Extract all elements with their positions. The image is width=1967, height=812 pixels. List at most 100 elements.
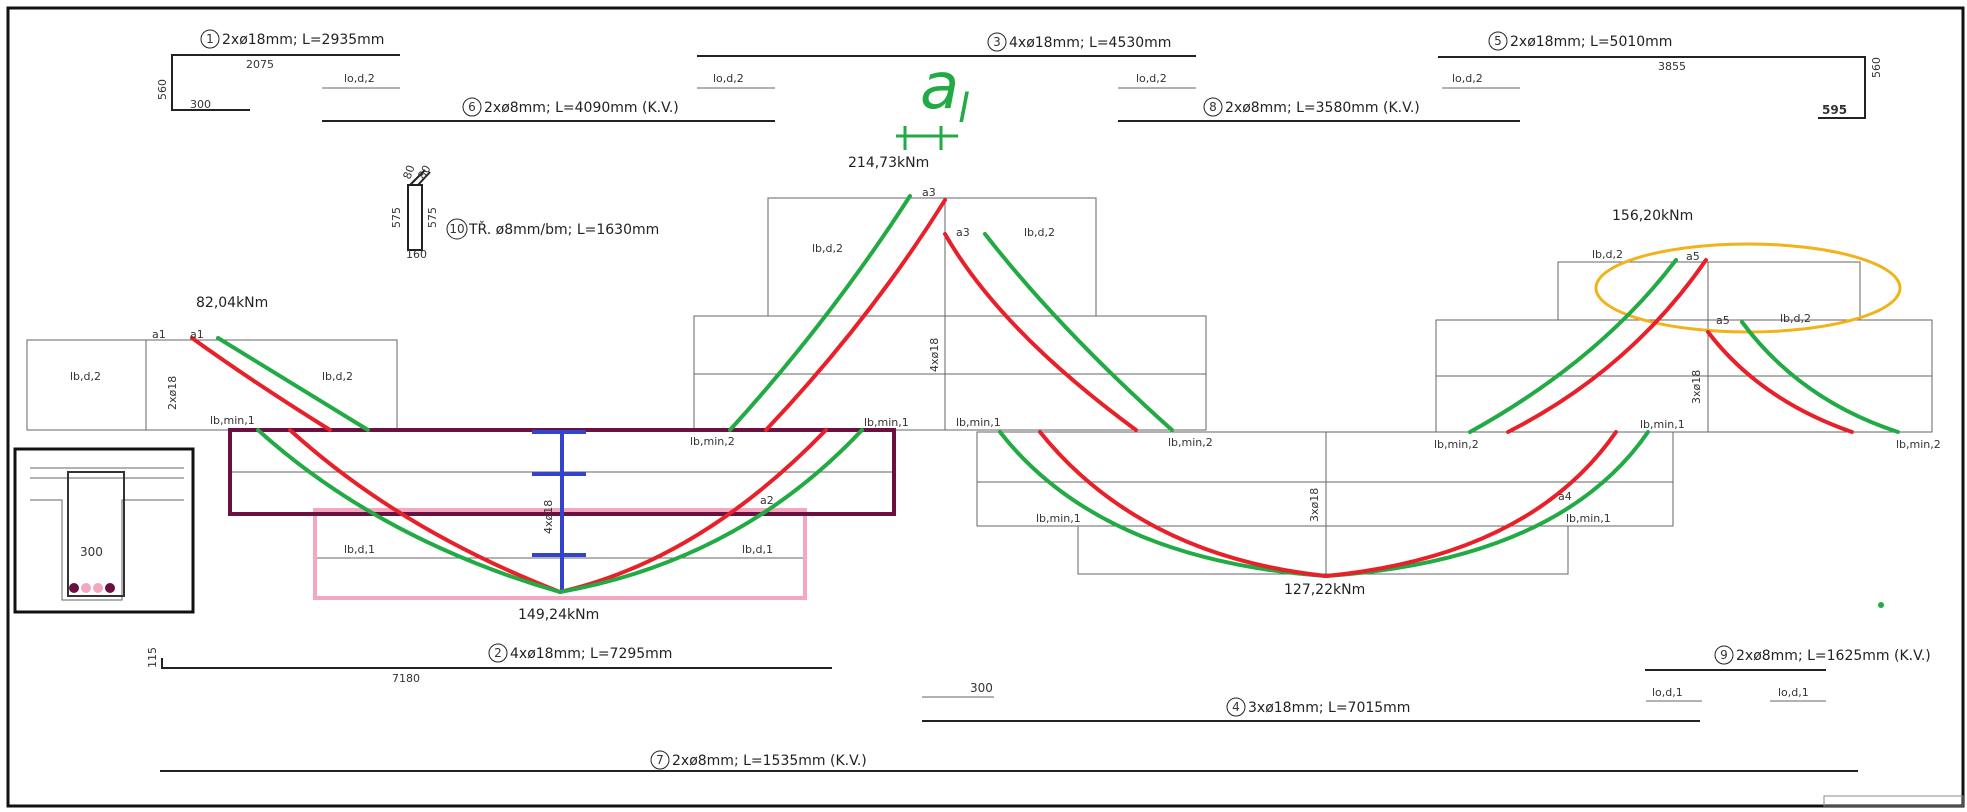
a2-label: a2 [760,494,774,507]
bar-5-shape: 5 2xø18mm; L=5010mm 3855 595 560 [1438,31,1883,119]
bar-9-number: 9 [1720,648,1728,662]
a1-label: a1 [190,328,204,341]
bar-4-label: 3xø18mm; L=7015mm [1248,700,1410,716]
stirrup-dim-5: 80 [415,163,433,182]
bar-6-shape: 6 2xø8mm; L=4090mm (K.V.) [322,97,775,122]
bar-10-stirrup: 575 575 160 80 80 10 TŘ. ø8mm/bm; L=1630… [390,163,659,261]
bar-2-shape: 2 4xø18mm; L=7295mm 7180 115 [146,643,832,685]
lo-d2-label: lo,d,2 [713,72,744,85]
bar-4-number: 4 [1232,700,1240,714]
moment-2: 214,73kNm [848,155,929,171]
lbmin1-label: lb,min,1 [1566,512,1611,525]
lbmin2-label: lb,min,2 [690,435,735,448]
lo-d1-label: lo,d,1 [1778,686,1809,699]
al-symbol: a [920,50,959,124]
lbd2-label: lb,d,2 [1592,248,1623,261]
bar-1-label: 2xø18mm; L=2935mm [222,32,384,48]
stirrup-dim-2: 575 [426,207,439,228]
lo-d2-label: lo,d,2 [1136,72,1167,85]
moment-4: 149,24kNm [518,607,599,623]
a4-label: a4 [1558,490,1572,503]
bar-count-label: 3xø18 [1308,488,1321,522]
al-subscript: l [958,86,969,132]
bar-5-hook: 560 [1870,57,1883,78]
drawing-frame [6,6,1965,808]
envelope-labels: lb,d,2 lb,d,2 2xø18 a1 a1 lb,min,1 lb,mi… [70,186,1941,556]
bar-5-end: 595 [1822,103,1847,117]
bar-count-label: 3xø18 [1690,370,1703,404]
title-block [1823,795,1964,807]
bar-9-shape: 9 2xø8mm; L=1625mm (K.V.) lo,d,1 lo,d,1 [1645,645,1931,702]
bar-5-label: 2xø18mm; L=5010mm [1510,34,1672,50]
bar-count-label: 4xø18 [928,338,941,372]
bar-6-number: 6 [468,100,476,114]
moment-values: 82,04kNm 214,73kNm 156,20kNm 149,24kNm 1… [196,155,1693,623]
lbmin1-label: lb,min,1 [864,416,909,429]
bar-7-shape: 7 2xø8mm; L=1535mm (K.V.) [160,750,1858,772]
moment-curves [190,194,1900,595]
stirrup-dim-3: 160 [406,248,427,261]
moment-1: 82,04kNm [196,295,268,311]
bar-9-label: 2xø8mm; L=1625mm (K.V.) [1736,648,1931,664]
bar-1-number: 1 [206,32,214,46]
blue-bar-marker [532,430,586,592]
bar-5-number: 5 [1494,34,1502,48]
lbmin2-label: lb,min,2 [1434,438,1479,451]
bar-2-number: 2 [494,646,502,660]
moment-5: 127,22kNm [1284,582,1365,598]
bar-1-hook: 560 [156,79,169,100]
bar-2-length: 7180 [392,672,420,685]
lbd2-label: lb,d,2 [322,370,353,383]
lbmin1-label: lb,min,1 [1640,418,1685,431]
anchorage-shift-annotation: a l [896,50,969,150]
bar-count-label: 4xø18 [542,500,555,534]
moment-3: 156,20kNm [1612,208,1693,224]
lo-d2-label: lo,d,2 [344,72,375,85]
lbd2-label: lb,d,2 [70,370,101,383]
yellow-highlight-ellipse [1594,242,1902,334]
bar-2-hook: 115 [146,647,159,668]
a5-label: a5 [1686,250,1700,263]
bar-3-number: 3 [993,35,1001,49]
lo-d2-label: lo,d,2 [1452,72,1483,85]
bar-10-label: TŘ. ø8mm/bm; L=1630mm [468,221,659,238]
bar-count-label: 2xø18 [166,376,179,410]
bar-3-label: 4xø18mm; L=4530mm [1009,35,1171,51]
bar-6-label: 2xø8mm; L=4090mm (K.V.) [484,100,679,116]
lo-d2-markers-top: lo,d,2 lo,d,2 lo,d,2 lo,d,2 [322,72,1520,89]
cross-section-inset: 300 [13,447,195,614]
bar-4-shape: 300 4 3xø18mm; L=7015mm [922,681,1700,722]
bar-7-number: 7 [656,753,664,767]
lo-d1-label: lo,d,1 [1652,686,1683,699]
stirrup-dim-1: 575 [390,207,403,228]
lbmin1-label: lb,min,1 [1036,512,1081,525]
bar-8-shape: 8 2xø8mm; L=3580mm (K.V.) [1118,97,1520,122]
bar-10-number: 10 [449,222,464,236]
lbd2-label: lb,d,2 [1780,312,1811,325]
bar-1-shape: 1 2xø18mm; L=2935mm 2075 560 300 [156,29,400,111]
lbmin2-label: lb,min,2 [1896,438,1941,451]
lbd2-label: lb,d,2 [1024,226,1055,239]
bar-2-label: 4xø18mm; L=7295mm [510,646,672,662]
lbmin2-label: lb,min,2 [1168,436,1213,449]
a5-label: a5 [1716,314,1730,327]
lbmin1-label: lb,min,1 [956,416,1001,429]
bar-4-tail: 300 [970,681,993,695]
lbd1-label: lb,d,1 [344,543,375,556]
bar-7-label: 2xø8mm; L=1535mm (K.V.) [672,753,867,769]
bar-3-shape: 3 4xø18mm; L=4530mm [697,32,1196,57]
bar-8-number: 8 [1209,100,1217,114]
section-width: 300 [80,545,103,559]
lbmin1-label: lb,min,1 [210,414,255,427]
a3-label: a3 [922,186,936,199]
green-dot [1878,602,1884,608]
bar-1-length: 2075 [246,58,274,71]
bar-8-label: 2xø8mm; L=3580mm (K.V.) [1225,100,1420,116]
bar-5-length: 3855 [1658,60,1686,73]
bar-1-end: 300 [190,98,211,111]
stirrup-dim-4: 80 [401,163,418,181]
a3-label: a3 [956,226,970,239]
a1-label: a1 [152,328,166,341]
